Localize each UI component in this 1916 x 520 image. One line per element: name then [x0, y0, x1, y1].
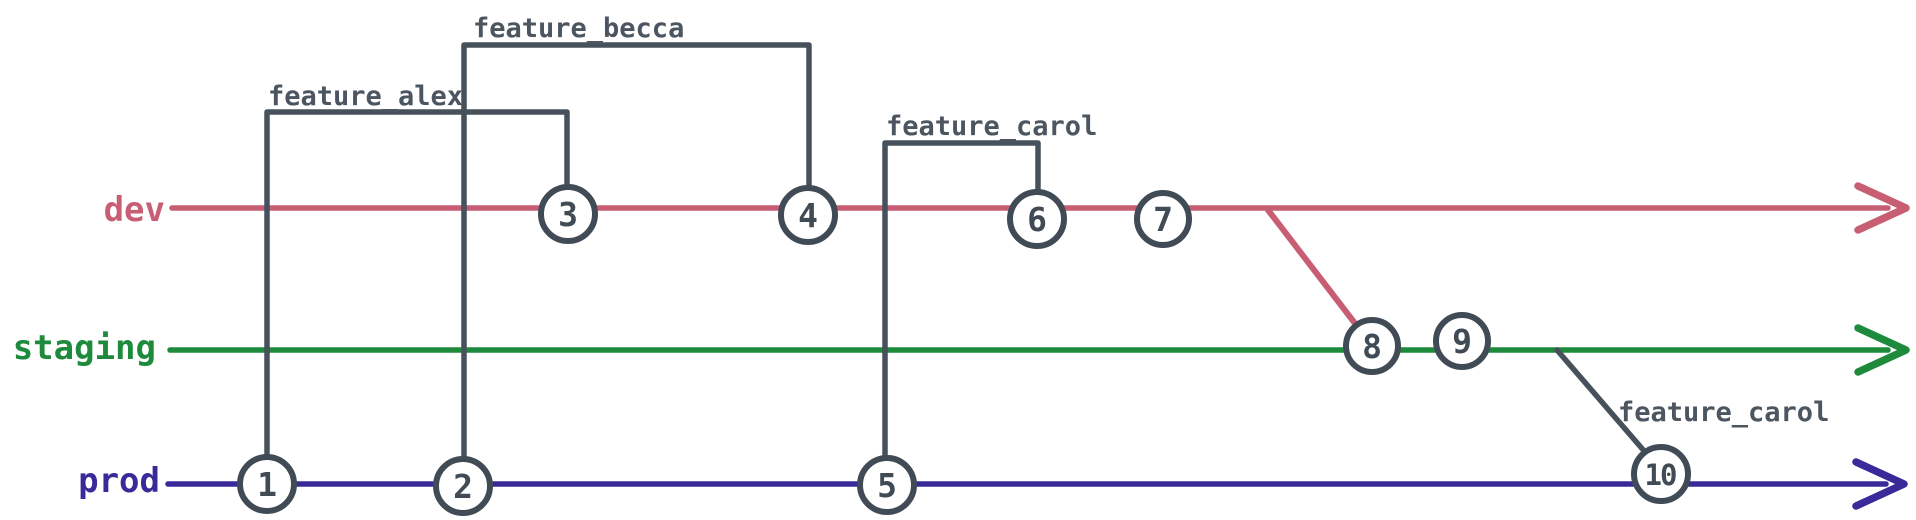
branch-label-prod: prod	[78, 461, 160, 501]
commit-number-4: 4	[798, 196, 818, 235]
feature-carol-label: feature_carol	[886, 111, 1097, 142]
commit-node-1: 1	[237, 454, 297, 514]
commit-circle-1	[237, 454, 297, 514]
commit-number-1: 1	[257, 465, 277, 504]
dev-arrow-icon	[1854, 182, 1910, 234]
commit-circle-6	[1007, 189, 1067, 249]
staging-arrow-icon	[1854, 324, 1910, 376]
commit-circle-2	[433, 456, 493, 516]
commit-node-3: 3	[538, 184, 598, 244]
commit-node-6: 6	[1007, 189, 1067, 249]
commit-circle-4	[778, 185, 838, 245]
commit-number-6: 6	[1027, 200, 1047, 239]
prod-arrow-icon	[1852, 458, 1908, 510]
commit-node-2: 2	[433, 456, 493, 516]
commit-number-10: 10	[1645, 458, 1676, 492]
commit-node-10: 10	[1631, 444, 1691, 504]
commit-circle-3	[538, 184, 598, 244]
commit-node-4: 4	[778, 185, 838, 245]
commit-number-9: 9	[1452, 322, 1472, 361]
commit-number-7: 7	[1153, 200, 1173, 239]
commit-circle-5	[857, 455, 917, 515]
commit-circle-7	[1134, 190, 1192, 248]
feature-becca-label: feature_becca	[473, 13, 684, 44]
branch-label-staging: staging	[13, 328, 156, 368]
commit-circle-10	[1631, 444, 1691, 504]
dev-branch: dev	[104, 182, 1910, 234]
commit-number-2: 2	[453, 467, 473, 506]
staging-branch: staging	[13, 324, 1910, 376]
commit-node-9: 9	[1433, 312, 1491, 370]
commit-node-5: 5	[857, 455, 917, 515]
commit-node-7: 7	[1134, 190, 1192, 248]
commit-circle-8	[1343, 317, 1401, 375]
feature-carol-merge-label: feature_carol	[1618, 397, 1829, 428]
dev-to-staging-merge-line	[1265, 207, 1360, 329]
branch-label-dev: dev	[104, 190, 165, 230]
prod-branch: prod	[78, 458, 1908, 510]
commit-number-5: 5	[877, 466, 897, 505]
staging-to-prod-merge-line	[1554, 347, 1648, 455]
feature-carol-path	[882, 140, 1041, 462]
commit-circle-9	[1433, 312, 1491, 370]
feature-alex-label: feature_alex	[268, 81, 463, 112]
feature-alex-path	[264, 109, 570, 461]
feature-becca-path	[461, 42, 812, 463]
commit-number-8: 8	[1362, 327, 1382, 366]
commit-node-8: 8	[1343, 317, 1401, 375]
commit-number-3: 3	[558, 195, 578, 234]
